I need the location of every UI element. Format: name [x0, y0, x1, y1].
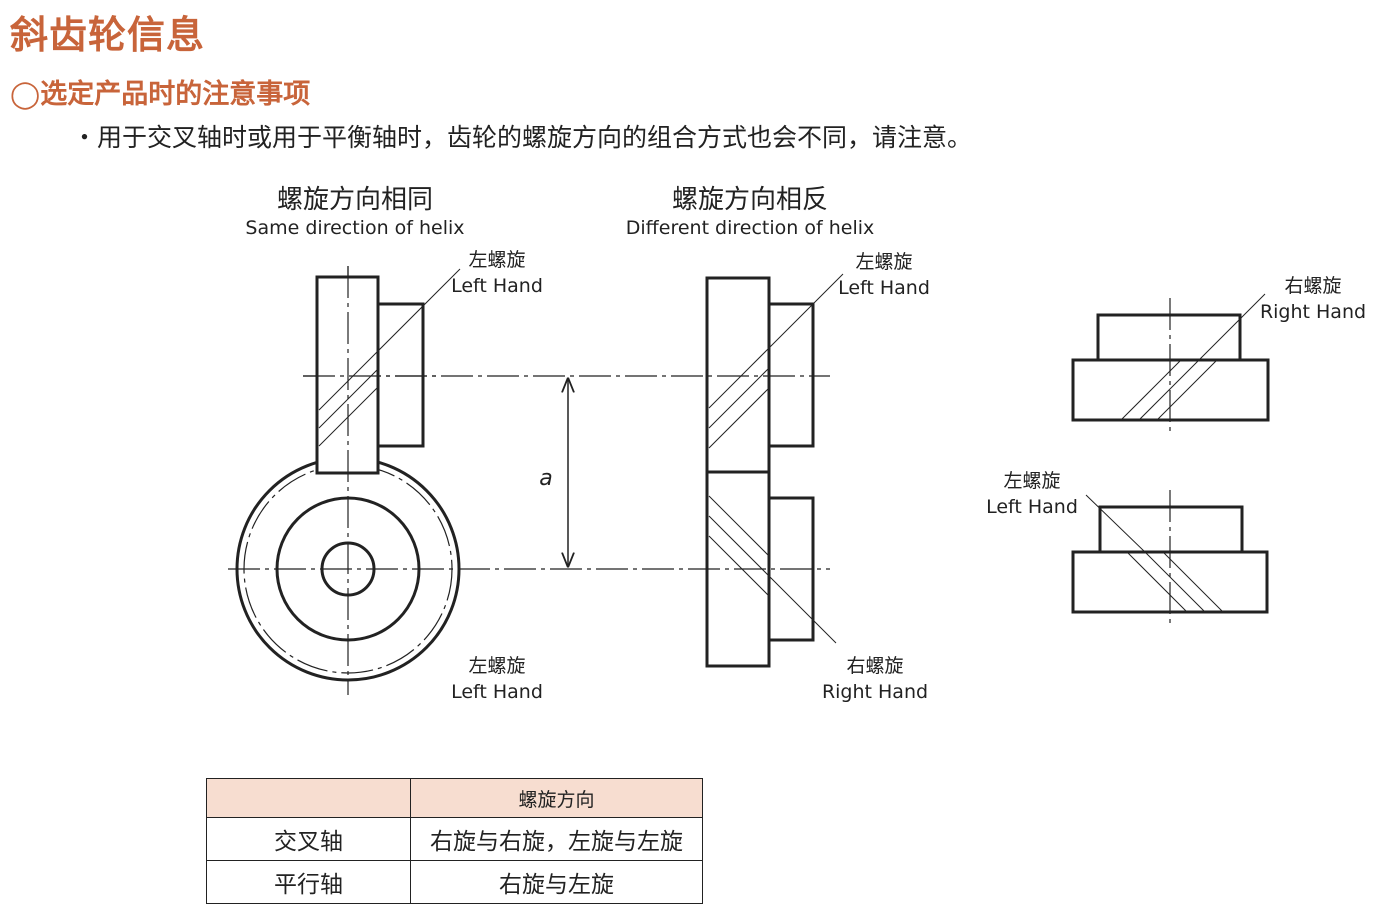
- selection-note: ・用于交叉轴时或用于平衡轴时，齿轮的螺旋方向的组合方式也会不同，请注意。: [72, 123, 973, 152]
- different-direction-title-cn: 螺旋方向相反: [672, 185, 828, 215]
- upper-parallel-gear: [705, 276, 771, 474]
- middle-right-hand-label-en: Right Hand: [822, 681, 928, 703]
- upper-parallel-hub: [767, 302, 815, 448]
- table-cell-direction: 右旋与右旋，左旋与左旋: [410, 817, 703, 861]
- gear-bore-circle: [320, 541, 376, 597]
- left-hand-label-right-cn: 左螺旋: [1003, 470, 1060, 492]
- table-cell-direction: 右旋与左旋: [410, 860, 703, 904]
- table-row: 交叉轴 右旋与右旋，左旋与左旋: [206, 817, 703, 861]
- left-hand-label-top-en: Left Hand: [451, 275, 543, 297]
- middle-left-hand-label-en: Left Hand: [838, 277, 930, 299]
- right-hand-label-en: Right Hand: [1260, 301, 1366, 323]
- table-cell-axis: 交叉轴: [206, 817, 411, 861]
- gear-hub-circle: [275, 496, 421, 642]
- left-hand-gear: [1071, 490, 1269, 627]
- page-title: 斜齿轮信息: [10, 13, 206, 57]
- same-direction-title-cn: 螺旋方向相同: [277, 185, 433, 215]
- table-cell-axis: 平行轴: [206, 860, 411, 904]
- right-hand-label-cn: 右螺旋: [1284, 275, 1341, 297]
- middle-right-hand-label-cn: 右螺旋: [846, 655, 903, 677]
- right-hand-gear: [1071, 293, 1270, 435]
- left-hand-label-bottom-cn: 左螺旋: [468, 655, 525, 677]
- upper-helix-hatch: [708, 273, 844, 449]
- upper-gear-hub: [376, 302, 425, 448]
- middle-left-hand-label-cn: 左螺旋: [855, 251, 912, 273]
- helix-combination-table: 螺旋方向 交叉轴 右旋与右旋，左旋与左旋 平行轴 右旋与左旋: [206, 778, 703, 904]
- lower-helix-hatch: [708, 495, 837, 644]
- parallel-axis-gear-pair: [705, 273, 844, 668]
- center-distance-label: a: [539, 466, 552, 491]
- helix-hatch: [318, 268, 461, 447]
- table-header-row: 螺旋方向: [206, 778, 703, 818]
- lower-parallel-hub: [767, 496, 815, 642]
- table-header-cell: [206, 778, 411, 818]
- left-hand-label-right-en: Left Hand: [986, 496, 1078, 518]
- left-hand-label-bottom-en: Left Hand: [451, 681, 543, 703]
- different-direction-title-en: Different direction of helix: [626, 217, 875, 239]
- section-subtitle: ◯选定产品时的注意事项: [10, 79, 311, 110]
- table-header-cell: 螺旋方向: [410, 778, 703, 818]
- crossed-axis-gear-pair: [235, 266, 461, 682]
- same-direction-title-en: Same direction of helix: [245, 217, 464, 239]
- table-row: 平行轴 右旋与左旋: [206, 860, 703, 904]
- left-hand-label-top-cn: 左螺旋: [468, 249, 525, 271]
